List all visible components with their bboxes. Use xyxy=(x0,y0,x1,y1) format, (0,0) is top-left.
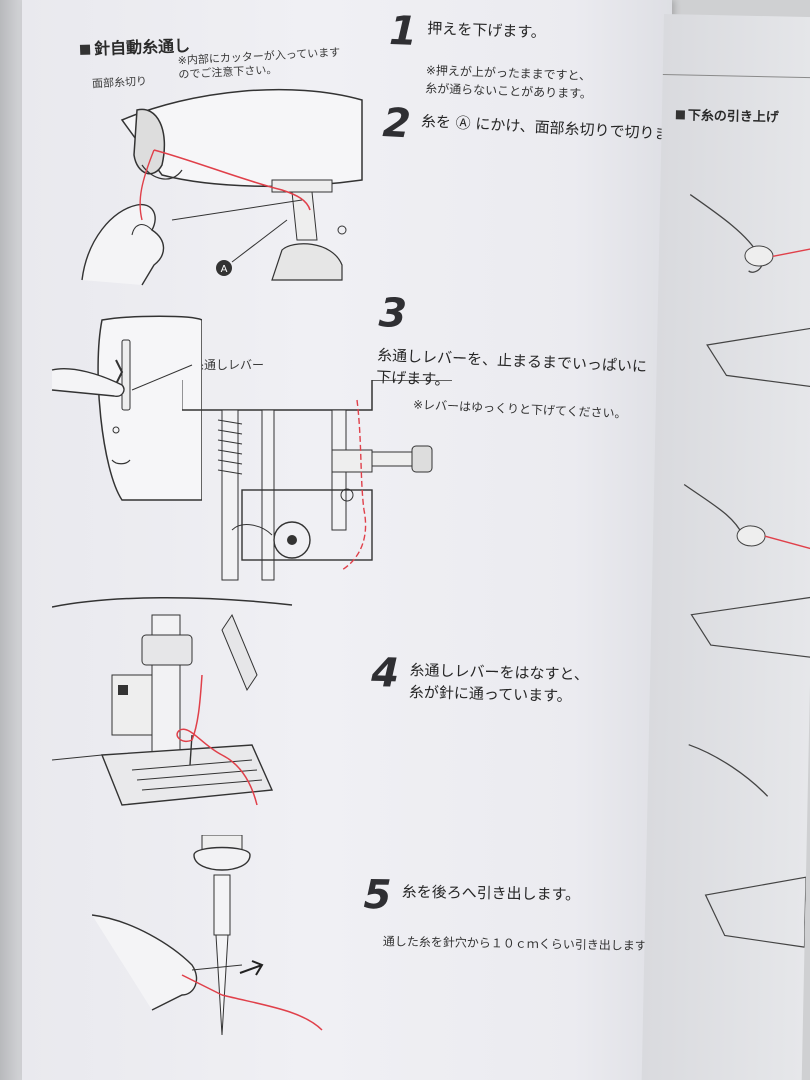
next-page-title: 下糸の引き上げ xyxy=(675,104,780,126)
point-a-marker xyxy=(216,260,232,276)
step-4-number: 4 xyxy=(370,650,400,697)
square-bullet-icon xyxy=(675,110,685,120)
step-5-number: 5 xyxy=(363,872,392,919)
next-page-figures xyxy=(683,194,810,948)
figure-needle-threaded xyxy=(52,597,293,806)
point-a-label: A xyxy=(221,264,228,275)
square-bullet-icon xyxy=(79,44,91,55)
step-1-note: ※押えが上がったままですと、 糸が通らないことがあります。 xyxy=(424,63,593,102)
manual-page: 針自動糸通し 面部糸切り ※内部にカッターが入っています のでご注意下さい。 糸… xyxy=(22,0,672,1080)
previous-page-edge xyxy=(0,0,24,1080)
step-5-text: 糸を後ろへ引き出します。 xyxy=(401,882,581,904)
figure-thread-cut: A xyxy=(81,88,363,286)
section-title: 針自動糸通し xyxy=(79,32,191,60)
arrow-icon xyxy=(239,960,264,976)
step-4-text: 糸通しレバーをはなすと、 糸が針に通っています。 xyxy=(408,660,590,706)
step-1: 1 押えを下げます。 ※押えが上がったままですと、 糸が通らないことがあります。 xyxy=(387,8,595,103)
label-threading-lever: 糸通しレバー xyxy=(192,358,265,372)
step-2-number: 2 xyxy=(381,100,412,148)
step-3: 3糸通しレバーを、止まるまでいっぱいに 下げます。 ※レバーはゆっくりと下げてく… xyxy=(375,290,672,425)
figure-lever-mechanism xyxy=(182,380,452,581)
figure-lever-side xyxy=(51,315,202,501)
step-1-text: 押えを下げます。 xyxy=(426,19,547,42)
step-5-note: 通した糸を針穴から１０ｃｍくらい引き出します。 xyxy=(382,934,658,954)
step-5: 5 糸を後ろへ引き出します。 通した糸を針穴から１０ｃｍくらい引き出します。 xyxy=(363,872,659,955)
section-title-text: 針自動糸通し xyxy=(93,36,191,59)
step-2-text: 糸を Ⓐ にかけ、面部糸切りで切ります。 xyxy=(420,111,672,145)
step-3-text: 糸通しレバーを、止まるまでいっぱいに 下げます。 xyxy=(375,345,648,390)
figure-pull-thread xyxy=(92,835,323,1036)
next-page: 下糸の引き上げ xyxy=(641,14,810,1080)
next-page-title-text: 下糸の引き上げ xyxy=(687,108,780,126)
step-3-number: 3 xyxy=(377,290,408,338)
step-1-number: 1 xyxy=(388,8,418,55)
divider-line xyxy=(662,73,810,79)
